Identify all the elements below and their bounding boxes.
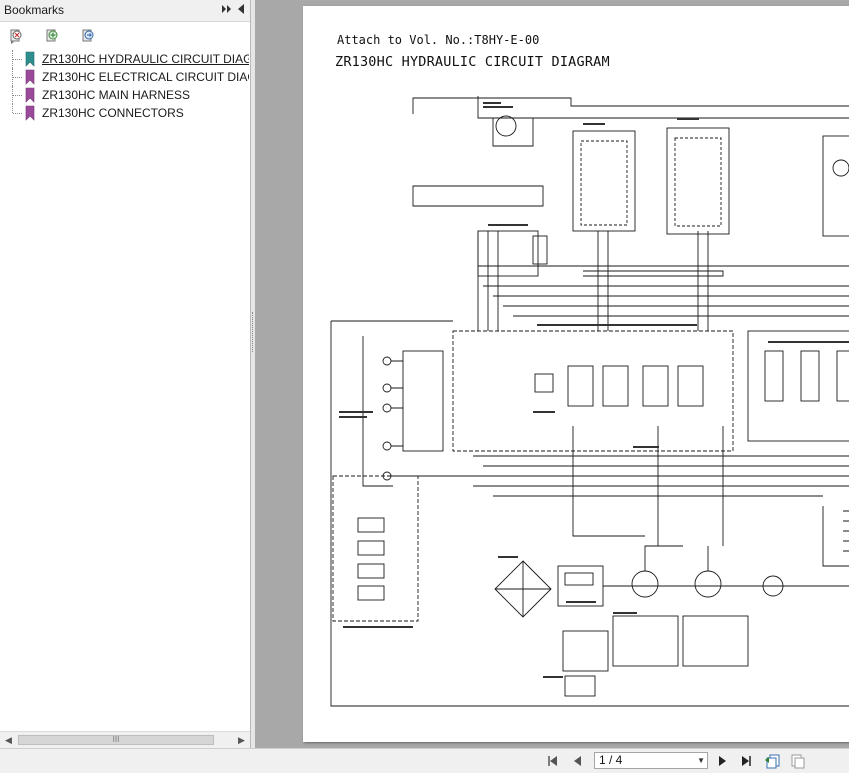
diagram-title: ZR130HC HYDRAULIC CIRCUIT DIAGRAM xyxy=(335,54,610,70)
pdf-page: Attach to Vol. No.:T8HY-E-00 ZR130HC HYD… xyxy=(303,6,849,742)
bookmark-ribbon-icon xyxy=(25,69,35,85)
bookmark-ribbon-icon xyxy=(25,51,35,67)
expand-bookmark-icon xyxy=(46,29,58,42)
bookmark-label: ZR130HC MAIN HARNESS xyxy=(42,88,191,102)
bookmarks-header: Bookmarks xyxy=(0,0,250,22)
previous-view-button[interactable] xyxy=(764,753,780,769)
next-page-icon xyxy=(719,756,726,766)
scroll-left-icon[interactable]: ◀ xyxy=(5,735,12,745)
scroll-right-icon[interactable]: ▶ xyxy=(238,735,245,745)
hydraulic-schematic xyxy=(330,96,849,707)
find-bookmark-button[interactable] xyxy=(80,27,98,45)
next-view-button[interactable] xyxy=(789,753,805,769)
bookmark-item-harness[interactable]: ZR130HC MAIN HARNESS xyxy=(0,86,250,104)
volume-reference: Attach to Vol. No.:T8HY-E-00 xyxy=(337,33,540,47)
tree-connector xyxy=(12,86,23,104)
first-page-button[interactable] xyxy=(545,753,561,769)
close-panel-button[interactable] xyxy=(236,3,246,20)
dropdown-arrow-icon[interactable]: ▼ xyxy=(697,756,705,765)
bookmark-options-icon xyxy=(10,29,22,44)
bookmark-ribbon-icon xyxy=(25,87,35,103)
bookmark-item-electrical[interactable]: ZR130HC ELECTRICAL CIRCUIT DIAGRAM xyxy=(0,68,250,86)
tree-connector xyxy=(12,104,23,114)
previous-page-icon xyxy=(574,756,581,766)
bookmark-options-button[interactable] xyxy=(8,27,26,45)
panel-splitter[interactable] xyxy=(251,0,255,748)
bookmark-item-connectors[interactable]: ZR130HC CONNECTORS xyxy=(0,104,250,122)
find-bookmark-icon xyxy=(82,29,94,42)
bookmark-list: ZR130HC HYDRAULIC CIRCUIT DIAGRAM ZR130H… xyxy=(0,50,250,122)
previous-page-button[interactable] xyxy=(570,753,586,769)
bookmarks-toolbar xyxy=(0,22,250,48)
page-number-field[interactable]: 1 / 4 ▼ xyxy=(594,752,708,769)
bookmark-ribbon-icon xyxy=(25,105,35,121)
bookmark-label: ZR130HC CONNECTORS xyxy=(42,106,184,120)
next-page-button[interactable] xyxy=(714,753,730,769)
document-view[interactable]: Attach to Vol. No.:T8HY-E-00 ZR130HC HYD… xyxy=(255,0,849,748)
scrollbar-thumb[interactable]: III xyxy=(18,735,214,745)
expand-bookmark-button[interactable] xyxy=(44,27,62,45)
double-arrow-right-icon xyxy=(222,5,231,13)
first-page-icon xyxy=(548,756,557,766)
page-navigation-bar: 1 / 4 ▼ xyxy=(0,748,849,773)
last-page-icon xyxy=(742,756,751,766)
arrow-left-icon xyxy=(238,4,244,14)
splitter-grip-icon[interactable] xyxy=(252,312,255,352)
page-number-value: 1 / 4 xyxy=(599,753,623,767)
bookmark-label: ZR130HC ELECTRICAL CIRCUIT DIAGRAM xyxy=(42,70,249,84)
bookmarks-horizontal-scrollbar[interactable]: ◀ III ▶ xyxy=(0,731,250,749)
bookmark-label: ZR130HC HYDRAULIC CIRCUIT DIAGRAM xyxy=(42,52,249,66)
next-view-icon xyxy=(791,754,805,769)
tree-connector xyxy=(12,68,23,86)
bookmarks-panel: Bookmarks xyxy=(0,0,251,749)
bookmarks-title: Bookmarks xyxy=(4,3,65,17)
bookmark-item-hydraulic[interactable]: ZR130HC HYDRAULIC CIRCUIT DIAGRAM xyxy=(0,50,250,68)
collapse-panel-button[interactable] xyxy=(221,3,233,20)
tree-connector xyxy=(12,50,23,68)
previous-view-icon xyxy=(765,754,780,769)
last-page-button[interactable] xyxy=(738,753,754,769)
